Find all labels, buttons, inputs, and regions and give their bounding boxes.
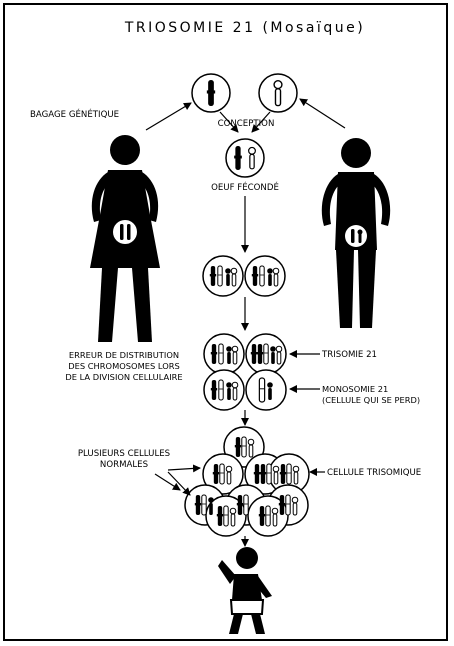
four-cell-stage — [204, 334, 286, 410]
label-erreur-line2: DES CHROMOSOMES LORS — [68, 361, 180, 371]
label-bagage-genetique: BAGAGE GÉNÉTIQUE — [30, 108, 119, 120]
arrow-normal-1 — [168, 468, 200, 470]
page-title: TRIOSOMIE 21 (Mosaïque) — [124, 20, 365, 36]
label-plusieurs-line1: PLUSIEURS CELLULES — [78, 449, 170, 459]
label-erreur-line1: ERREUR DE DISTRIBUTION — [69, 350, 179, 360]
child-figure-icon — [218, 547, 272, 634]
label-monosomie-line1: MONOSOMIE 21 — [322, 384, 388, 394]
two-cell-stage — [203, 256, 285, 296]
woman-figure-icon — [90, 135, 160, 342]
label-cellule-trisomique: CELLULE TRISOMIQUE — [327, 468, 421, 478]
arrow-father-to-gamete — [300, 99, 345, 128]
label-erreur-line3: DE LA DIVISION CELLULAIRE — [65, 372, 182, 382]
arrow-normal-2 — [168, 472, 190, 495]
arrow-mother-to-gamete — [146, 103, 191, 130]
gamete-cell-father — [259, 74, 297, 112]
gamete-cell-mother — [192, 74, 230, 112]
fertilized-egg-cell — [226, 139, 264, 177]
label-monosomie-line2: (CELLULE QUI SE PERD) — [322, 395, 420, 405]
man-figure-icon — [322, 138, 390, 328]
label-plusieurs-line2: NORMALES — [100, 460, 148, 470]
label-oeuf-feconde: OEUF FÉCONDÉ — [211, 181, 279, 193]
label-trisomie-21: TRISOMIE 21 — [321, 350, 377, 360]
label-conception: CONCEPTION — [218, 119, 275, 129]
arrow-normal-3 — [155, 474, 180, 490]
